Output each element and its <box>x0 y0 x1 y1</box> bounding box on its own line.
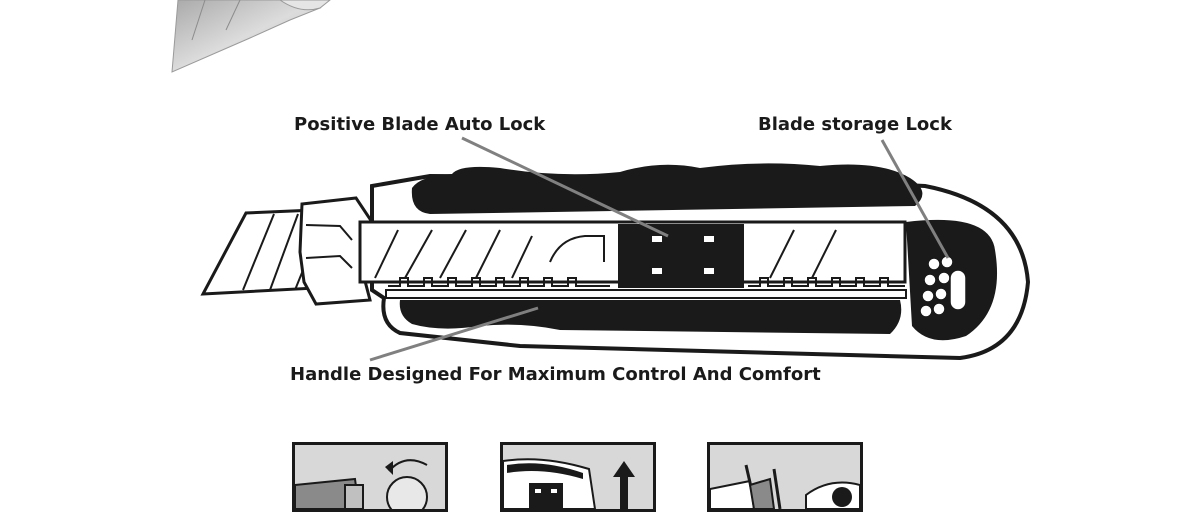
blade-segment-icon <box>710 464 860 509</box>
blade-storage-lock <box>919 255 967 318</box>
leader-line-storage-lock <box>880 139 950 259</box>
leader-line-blade-lock <box>461 136 669 238</box>
callout-blade-auto-lock: Positive Blade Auto Lock <box>294 114 546 135</box>
blade-auto-lock <box>618 224 744 288</box>
leader-line-handle <box>369 306 539 362</box>
blade-photo <box>171 0 331 73</box>
instruction-panel-1 <box>292 442 448 512</box>
utility-knife <box>200 163 1031 361</box>
up-arrow-icon <box>503 458 635 509</box>
rotate-arrow-icon <box>295 459 428 509</box>
instruction-panel-2 <box>500 442 656 512</box>
instruction-panel-3 <box>707 442 863 512</box>
leader-lines <box>369 136 950 362</box>
callout-blade-storage-lock: Blade storage Lock <box>758 114 952 135</box>
callout-handle: Handle Designed For Maximum Control And … <box>290 364 821 385</box>
utility-knife-diagram <box>171 0 1031 362</box>
